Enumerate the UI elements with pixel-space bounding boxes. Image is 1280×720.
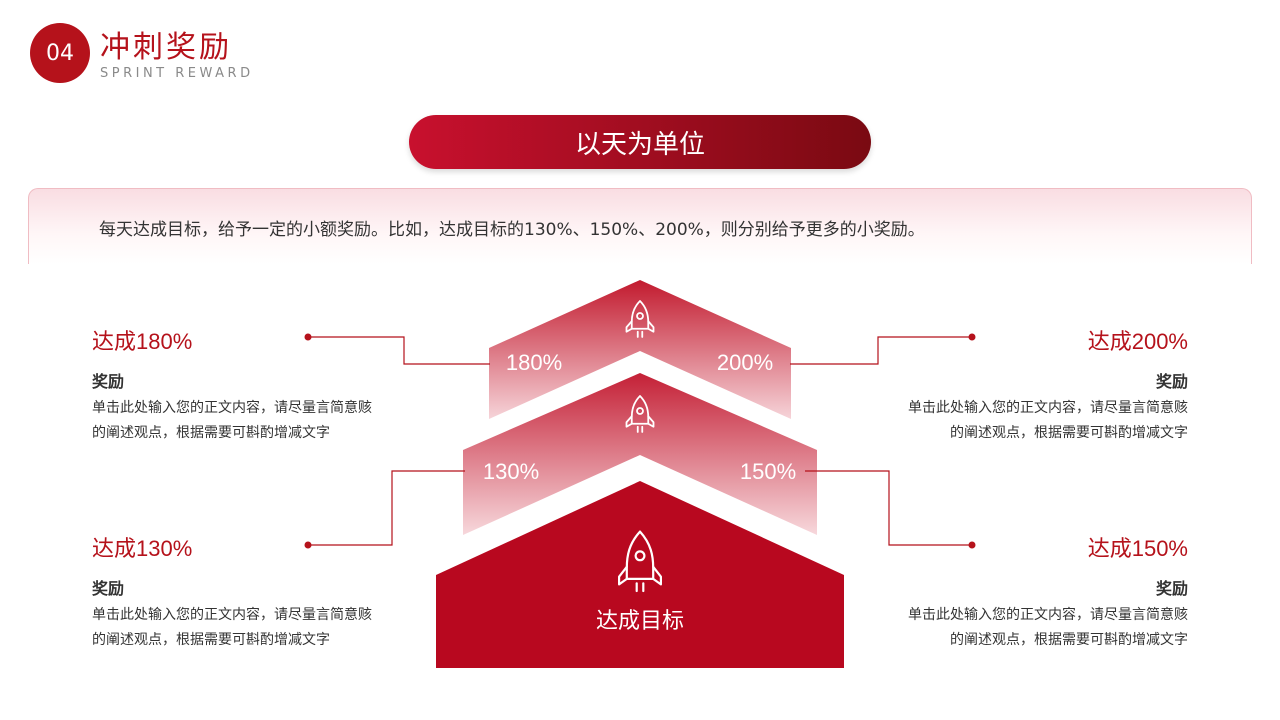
reward-subhead: 奖励 — [92, 372, 125, 391]
pct-label-130: 130% — [483, 459, 539, 484]
page-title: 冲刺奖励 — [100, 30, 232, 65]
reward-block-180: 达成180% 奖励 单击此处输入您的正文内容，请尽量言简意赅的阐述观点，根据需要… — [92, 324, 382, 446]
reward-block-130: 达成130% 奖励 单击此处输入您的正文内容，请尽量言简意赅的阐述观点，根据需要… — [92, 531, 382, 653]
rocket-icon — [617, 530, 663, 593]
pct-label-180: 180% — [506, 350, 562, 375]
base-block — [436, 481, 844, 668]
connector-line-130 — [308, 470, 465, 546]
section-number-badge: 04 — [30, 23, 90, 83]
connector-dot — [304, 333, 312, 341]
banner-pill: 以天为单位 — [409, 115, 871, 169]
reward-block-200: 达成200% 奖励 单击此处输入您的正文内容，请尽量言简意赅的阐述观点，根据需要… — [898, 324, 1188, 446]
top-chevron — [489, 280, 791, 419]
reward-body: 单击此处输入您的正文内容，请尽量言简意赅的阐述观点，根据需要可斟酌增减文字 — [908, 607, 1188, 648]
middle-chevron — [463, 373, 817, 535]
connector-line-180 — [308, 336, 490, 365]
reward-head: 达成200% — [1087, 329, 1188, 354]
banner-label: 以天为单位 — [574, 129, 705, 160]
connector-line-150 — [805, 470, 972, 546]
pct-label-150: 150% — [740, 459, 796, 484]
reward-head: 达成180% — [92, 329, 193, 354]
intro-text: 每天达成目标，给予一定的小额奖励。比如，达成目标的130%、150%、200%，… — [99, 220, 925, 240]
reward-subhead: 奖励 — [1155, 579, 1188, 598]
reward-subhead: 奖励 — [92, 579, 125, 598]
connector-dot — [304, 541, 312, 549]
section-number: 04 — [46, 40, 74, 66]
rocket-icon — [625, 395, 655, 433]
reward-block-150: 达成150% 奖励 单击此处输入您的正文内容，请尽量言简意赅的阐述观点，根据需要… — [898, 531, 1188, 653]
reward-head: 达成150% — [1087, 536, 1188, 561]
page-subtitle: SPRINT REWARD — [100, 66, 254, 81]
reward-body: 单击此处输入您的正文内容，请尽量言简意赅的阐述观点，根据需要可斟酌增减文字 — [908, 400, 1188, 441]
base-label: 达成目标 — [596, 609, 684, 634]
reward-head: 达成130% — [92, 536, 193, 561]
connector-line-200 — [790, 336, 972, 365]
reward-body: 单击此处输入您的正文内容，请尽量言简意赅的阐述观点，根据需要可斟酌增减文字 — [92, 400, 372, 441]
pct-label-200: 200% — [717, 350, 773, 375]
intro-box: 每天达成目标，给予一定的小额奖励。比如，达成目标的130%、150%、200%，… — [28, 188, 1252, 264]
rocket-icon — [625, 300, 655, 338]
connector-dot — [968, 333, 976, 341]
connector-dot — [968, 541, 976, 549]
reward-subhead: 奖励 — [1155, 372, 1188, 391]
reward-body: 单击此处输入您的正文内容，请尽量言简意赅的阐述观点，根据需要可斟酌增减文字 — [92, 607, 372, 648]
